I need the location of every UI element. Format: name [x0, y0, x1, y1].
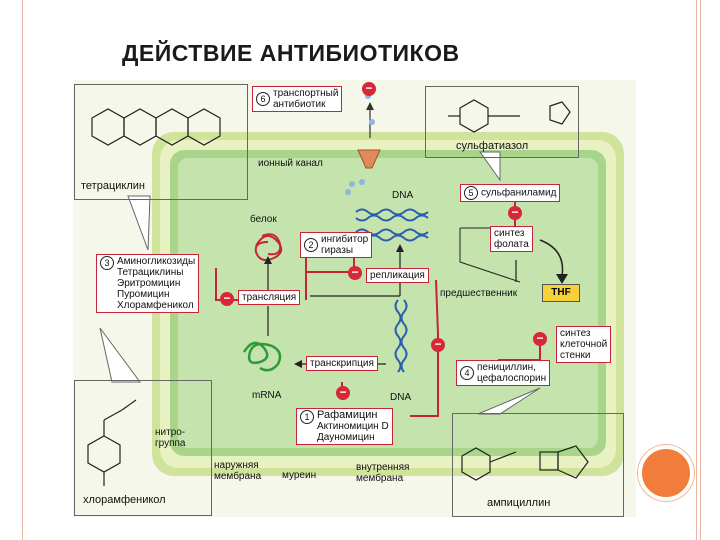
group-2-number: 2	[304, 238, 318, 252]
cell-wall-synthesis-box: синтез клеточной стенки	[556, 326, 612, 363]
sulfathiazole-callout: сульфатиазол	[425, 86, 579, 158]
chloramphenicol-label: хлорамфеникол	[83, 494, 166, 506]
group-6-text: транспортный антибиотик	[273, 88, 339, 110]
ampicillin-label: ампициллин	[487, 497, 551, 509]
outer-membrane-label: наружняя мембрана	[214, 460, 262, 482]
ampicillin-callout: ампициллин	[452, 413, 624, 517]
decorative-circle	[638, 445, 694, 501]
sulfathiazole-label: сульфатиазол	[456, 140, 529, 152]
dna-bottom-label: DNA	[390, 392, 412, 403]
group-1-box: 1 Рафамицин Актиномицин D Дауномицин	[296, 408, 393, 445]
inhibit-marker-replication: −	[431, 338, 445, 352]
dna-top-label: DNA	[392, 190, 414, 201]
thf-box: THF	[542, 284, 580, 302]
slide-title: ДЕЙСТВИЕ АНТИБИОТИКОВ	[122, 40, 460, 66]
chloramphenicol-callout: нитро- группа хлорамфеникол	[74, 380, 212, 516]
inhibit-marker-1: −	[336, 386, 350, 400]
group-6-number: 6	[256, 92, 270, 106]
frame-line-right	[696, 0, 697, 540]
tetracycline-pointer	[127, 195, 151, 251]
frame-line-left	[22, 0, 23, 540]
inner-membrane-label: внутренняя мембрана	[356, 462, 410, 484]
chloramphenicol-pointer	[99, 327, 141, 383]
tetracycline-callout: тетрациклин	[74, 84, 248, 200]
replication-box: репликация	[366, 268, 429, 283]
inhibit-marker-6: −	[362, 82, 376, 96]
group-3-text: Аминогликозиды Тетрациклины Эритромицин …	[117, 256, 196, 311]
group-5-text: сульфаниламид	[481, 187, 557, 199]
mrna-label: mRNA	[252, 390, 282, 401]
precursor-label: предшественник	[440, 288, 518, 299]
group-5-number: 5	[464, 186, 478, 200]
murein-label: муреин	[282, 470, 317, 481]
inhibit-marker-5: −	[508, 206, 522, 220]
sulfathiazole-pointer	[479, 151, 501, 182]
inhibit-marker-4: −	[533, 332, 547, 346]
group-1-sub: Актиномицин D Дауномицин	[317, 421, 389, 443]
protein-label: белок	[250, 214, 277, 225]
tetracycline-label: тетрациклин	[81, 180, 145, 192]
ampicillin-pointer	[477, 387, 541, 415]
group-1-number: 1	[300, 410, 314, 424]
ion-channel-shape	[357, 149, 381, 169]
inhibit-marker-3: −	[220, 292, 234, 306]
frame-line-right-2	[700, 0, 701, 540]
translation-box: трансляция	[238, 290, 301, 305]
inhibit-marker-2: −	[348, 266, 362, 280]
group-2-text: ингибитор гиразы	[321, 234, 369, 256]
transcription-box: транскрипция	[306, 356, 378, 371]
ion-channel-label: ионный канал	[258, 158, 323, 169]
group-1-main: Рафамицин	[317, 409, 378, 421]
group-4-number: 4	[460, 366, 474, 380]
folate-synthesis-box: синтез фолата	[490, 226, 533, 252]
group-4-text: пенициллин, цефалоспорин	[477, 362, 547, 384]
nitro-group-label: нитро- группа	[155, 427, 186, 449]
group-3-number: 3	[100, 256, 114, 270]
